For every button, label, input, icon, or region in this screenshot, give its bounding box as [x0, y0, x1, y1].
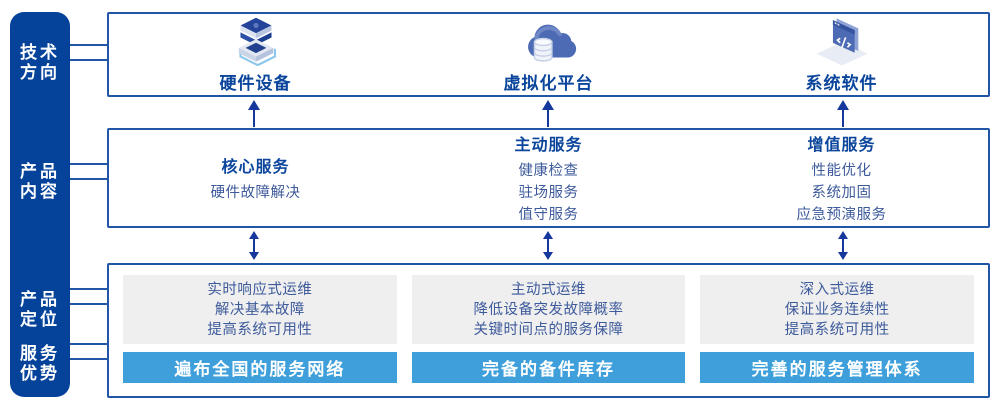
- up-arrow-icon: [836, 99, 849, 127]
- positioning-panel: 深入式运维 保证业务连续性 提高系统可用性: [700, 275, 975, 345]
- positioning-line: 主动式运维: [511, 281, 586, 298]
- tech-item-hardware: 硬件设备: [109, 14, 402, 95]
- product-col-active-service: 主动服务 健康检查 驻场服务 值守服务: [402, 130, 695, 226]
- arrow-gap-2: [107, 230, 990, 261]
- sidebar-label: 产品内容: [20, 162, 60, 201]
- positioning-panel: 实时响应式运维 解决基本故障 提高系统可用性: [123, 275, 397, 345]
- up-arrow-icon: [542, 99, 555, 127]
- positioning-col-realtime: 实时响应式运维 解决基本故障 提高系统可用性 遍布全国的服务网络: [123, 275, 397, 383]
- tech-item-label: 虚拟化平台: [503, 73, 594, 93]
- product-item: 性能优化: [811, 162, 872, 179]
- product-item: 驻场服务: [518, 184, 579, 201]
- sidebar-item-product-positioning: 产品定位: [10, 290, 70, 330]
- sidebar-label: 服务优势: [20, 344, 60, 383]
- connector-line: [70, 44, 108, 46]
- server-stack-icon: [227, 16, 285, 66]
- tech-item-virtualization: 虚拟化平台: [402, 14, 695, 95]
- category-sidebar: 技术方向 产品内容 产品定位 服务优势: [10, 12, 70, 397]
- product-item: 值守服务: [518, 206, 579, 223]
- positioning-panel: 主动式运维 降低设备突发故障概率 关键时间点的服务保障: [411, 275, 686, 345]
- product-item: 应急预演服务: [796, 206, 887, 223]
- positioning-line: 实时响应式运维: [207, 281, 313, 298]
- product-col-value-added-service: 增值服务 性能优化 系统加固 应急预演服务: [695, 130, 988, 226]
- product-heading: 主动服务: [514, 136, 583, 154]
- positioning-line: 保证业务连续性: [784, 301, 890, 318]
- positioning-col-indepth: 深入式运维 保证业务连续性 提高系统可用性 完善的服务管理体系: [700, 275, 975, 383]
- arrow-cell: [401, 99, 695, 127]
- positioning-line: 降低设备突发故障概率: [473, 301, 624, 318]
- double-arrow-icon: [837, 231, 848, 260]
- sidebar-item-product-content: 产品内容: [10, 162, 70, 202]
- advantage-banner: 完备的备件库存: [411, 352, 686, 383]
- code-window-icon: [813, 16, 871, 66]
- connector-line: [70, 303, 108, 305]
- sidebar-label: 技术方向: [20, 43, 60, 82]
- tech-item-label: 硬件设备: [219, 73, 292, 93]
- connector-line: [70, 288, 108, 290]
- double-arrow-icon: [543, 231, 554, 260]
- positioning-line: 关键时间点的服务保障: [473, 321, 624, 338]
- connector-line: [70, 358, 108, 360]
- advantage-banner: 遍布全国的服务网络: [123, 352, 397, 383]
- product-item: 硬件故障解决: [210, 184, 301, 201]
- product-content-row: 核心服务 硬件故障解决 主动服务 健康检查 驻场服务 值守服务 增值服务 性能优…: [107, 128, 990, 228]
- double-arrow-icon: [249, 231, 260, 260]
- advantage-banner: 完善的服务管理体系: [700, 352, 975, 383]
- positioning-line: 深入式运维: [799, 281, 875, 298]
- product-heading: 核心服务: [221, 158, 290, 176]
- product-item: 健康检查: [518, 162, 579, 179]
- arrow-cell: [107, 99, 401, 127]
- product-item: 系统加固: [811, 184, 872, 201]
- positioning-row: 实时响应式运维 解决基本故障 提高系统可用性 遍布全国的服务网络 主动式运维 降…: [107, 263, 990, 398]
- arrow-cell: [107, 230, 401, 261]
- arrow-gap-1: [107, 99, 990, 127]
- positioning-col-proactive: 主动式运维 降低设备突发故障概率 关键时间点的服务保障 完备的备件库存: [411, 275, 686, 383]
- product-heading: 增值服务: [807, 136, 876, 154]
- sidebar-label: 产品定位: [20, 290, 60, 329]
- arrow-cell: [696, 99, 990, 127]
- tech-item-system-software: 系统软件: [695, 14, 988, 95]
- cloud-database-icon: [518, 16, 580, 66]
- arrow-cell: [696, 230, 990, 261]
- positioning-line: 提高系统可用性: [207, 321, 313, 338]
- connector-line: [70, 59, 108, 61]
- tech-item-label: 系统软件: [805, 73, 878, 93]
- arrow-cell: [401, 230, 695, 261]
- connector-line: [70, 343, 108, 345]
- positioning-line: 提高系统可用性: [784, 321, 890, 338]
- product-col-core-service: 核心服务 硬件故障解决: [109, 130, 402, 226]
- sidebar-item-tech-direction: 技术方向: [10, 43, 70, 83]
- positioning-line: 解决基本故障: [214, 301, 305, 318]
- sidebar-item-service-advantage: 服务优势: [10, 344, 70, 384]
- connector-line: [70, 163, 108, 165]
- connector-line: [70, 178, 108, 180]
- up-arrow-icon: [248, 99, 261, 127]
- tech-direction-row: 硬件设备 虚拟化平台: [107, 12, 990, 97]
